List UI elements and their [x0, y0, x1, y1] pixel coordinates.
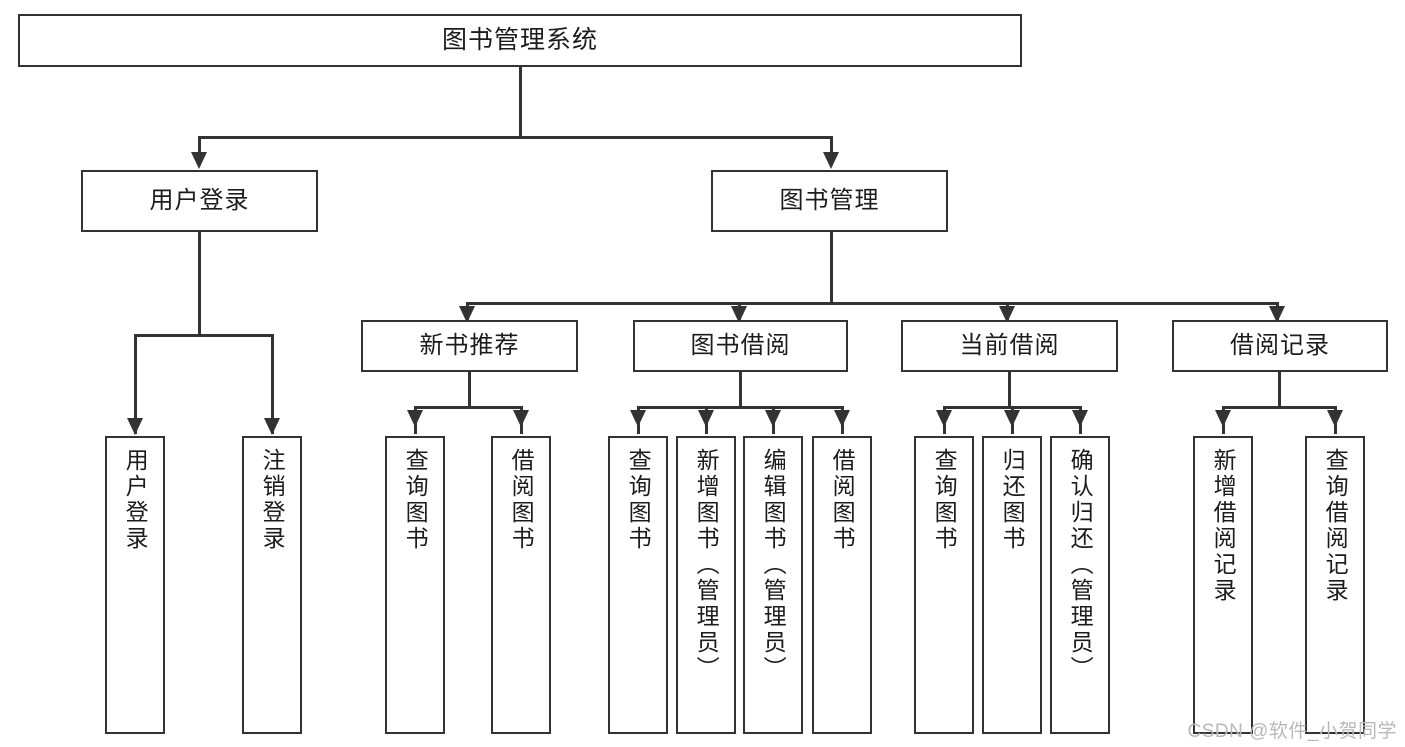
leaf-book-borrow-edit[interactable]: 编辑图书（管理员） [743, 436, 803, 734]
leaf-new-book-borrow[interactable]: 借阅图书 [491, 436, 551, 734]
leaf-user-login-signout-label: 注销登录 [259, 448, 286, 552]
arrowhead-current-borrow-leaf-2 [1004, 410, 1020, 427]
arrowhead-borrow-records-leaf-2 [1327, 410, 1343, 427]
connector-new-book-bus [414, 406, 522, 409]
leaf-book-borrow-edit-label: 编辑图书（管理员） [760, 448, 787, 682]
arrowhead-user-login-leaf-1 [127, 418, 143, 435]
leaf-current-borrow-return-label: 归还图书 [999, 448, 1026, 552]
connector-level3-bus [466, 302, 1278, 305]
arrowhead-book-borrow-leaf-1 [630, 410, 646, 427]
node-new-book-recommend-label: 新书推荐 [419, 332, 520, 360]
arrowhead-to-book-borrow [731, 306, 747, 323]
node-current-borrow-label: 当前借阅 [959, 332, 1060, 360]
node-borrow-records[interactable]: 借阅记录 [1172, 320, 1388, 372]
connector-user-login-bus [134, 334, 274, 337]
node-borrow-records-label: 借阅记录 [1230, 332, 1330, 360]
arrowhead-book-borrow-leaf-2 [698, 410, 714, 427]
arrowhead-book-borrow-leaf-4 [834, 410, 850, 427]
leaf-current-borrow-confirm-return[interactable]: 确认归还（管理员） [1050, 436, 1110, 734]
arrowhead-to-current-borrow [999, 306, 1015, 323]
connector-current-borrow-stem [1008, 372, 1011, 408]
node-current-borrow[interactable]: 当前借阅 [901, 320, 1118, 372]
arrowhead-to-book-management [823, 152, 839, 169]
leaf-borrow-records-add[interactable]: 新增借阅记录 [1193, 436, 1253, 734]
leaf-current-borrow-query[interactable]: 查询图书 [914, 436, 974, 734]
connector-user-login-drop-2 [271, 334, 274, 434]
connector-borrow-records-bus [1222, 406, 1336, 409]
arrowhead-current-borrow-leaf-1 [936, 410, 952, 427]
connector-user-login-stem [198, 232, 201, 336]
node-book-borrow-label: 图书借阅 [690, 332, 791, 360]
leaf-user-login-signin-label: 用户登录 [122, 448, 149, 552]
leaf-user-login-signout[interactable]: 注销登录 [242, 436, 302, 734]
leaf-book-borrow-borrow-label: 借阅图书 [829, 448, 856, 552]
connector-book-borrow-bus [637, 406, 843, 409]
node-user-login-label: 用户登录 [149, 187, 250, 215]
node-book-management-label: 图书管理 [779, 187, 880, 215]
leaf-book-borrow-borrow[interactable]: 借阅图书 [812, 436, 872, 734]
arrowhead-to-borrow-records [1269, 306, 1285, 323]
node-new-book-recommend[interactable]: 新书推荐 [361, 320, 578, 372]
leaf-book-borrow-query-label: 查询图书 [625, 448, 652, 552]
connector-new-book-stem [468, 372, 471, 408]
leaf-book-borrow-add-label: 新增图书（管理员） [693, 448, 720, 682]
leaf-new-book-query-label: 查询图书 [402, 448, 429, 552]
arrowhead-to-user-login [191, 152, 207, 169]
connector-book-management-stem [830, 232, 833, 304]
leaf-borrow-records-query[interactable]: 查询借阅记录 [1305, 436, 1365, 734]
node-root-label: 图书管理系统 [441, 26, 598, 55]
connector-user-login-drop-1 [134, 334, 137, 434]
connector-level2-drop-1 [198, 136, 201, 154]
leaf-borrow-records-add-label: 新增借阅记录 [1210, 448, 1237, 604]
leaf-current-borrow-confirm-return-label: 确认归还（管理员） [1067, 448, 1094, 682]
node-user-login[interactable]: 用户登录 [81, 170, 318, 232]
arrowhead-new-book-leaf-1 [407, 410, 423, 427]
arrowhead-borrow-records-leaf-1 [1215, 410, 1231, 427]
leaf-current-borrow-return[interactable]: 归还图书 [982, 436, 1042, 734]
arrowhead-current-borrow-leaf-3 [1072, 410, 1088, 427]
leaf-current-borrow-query-label: 查询图书 [931, 448, 958, 552]
connector-root-stem [519, 67, 522, 137]
arrowhead-new-book-leaf-2 [513, 410, 529, 427]
arrowhead-user-login-leaf-2 [264, 418, 280, 435]
watermark: CSDN @软件_小贺同学 [1187, 721, 1397, 742]
arrowhead-to-new-book [459, 306, 475, 323]
leaf-new-book-borrow-label: 借阅图书 [508, 448, 535, 552]
leaf-book-borrow-query[interactable]: 查询图书 [608, 436, 668, 734]
node-book-management[interactable]: 图书管理 [711, 170, 948, 232]
leaf-borrow-records-query-label: 查询借阅记录 [1322, 448, 1349, 604]
node-book-borrow[interactable]: 图书借阅 [633, 320, 848, 372]
arrowhead-book-borrow-leaf-3 [765, 410, 781, 427]
leaf-user-login-signin[interactable]: 用户登录 [105, 436, 165, 734]
connector-borrow-records-stem [1278, 372, 1281, 408]
connector-level2-drop-2 [830, 136, 833, 154]
connector-level2-bus [198, 136, 832, 139]
leaf-book-borrow-add[interactable]: 新增图书（管理员） [676, 436, 736, 734]
connector-book-borrow-stem [739, 372, 742, 408]
leaf-new-book-query[interactable]: 查询图书 [385, 436, 445, 734]
node-root[interactable]: 图书管理系统 [18, 14, 1022, 67]
